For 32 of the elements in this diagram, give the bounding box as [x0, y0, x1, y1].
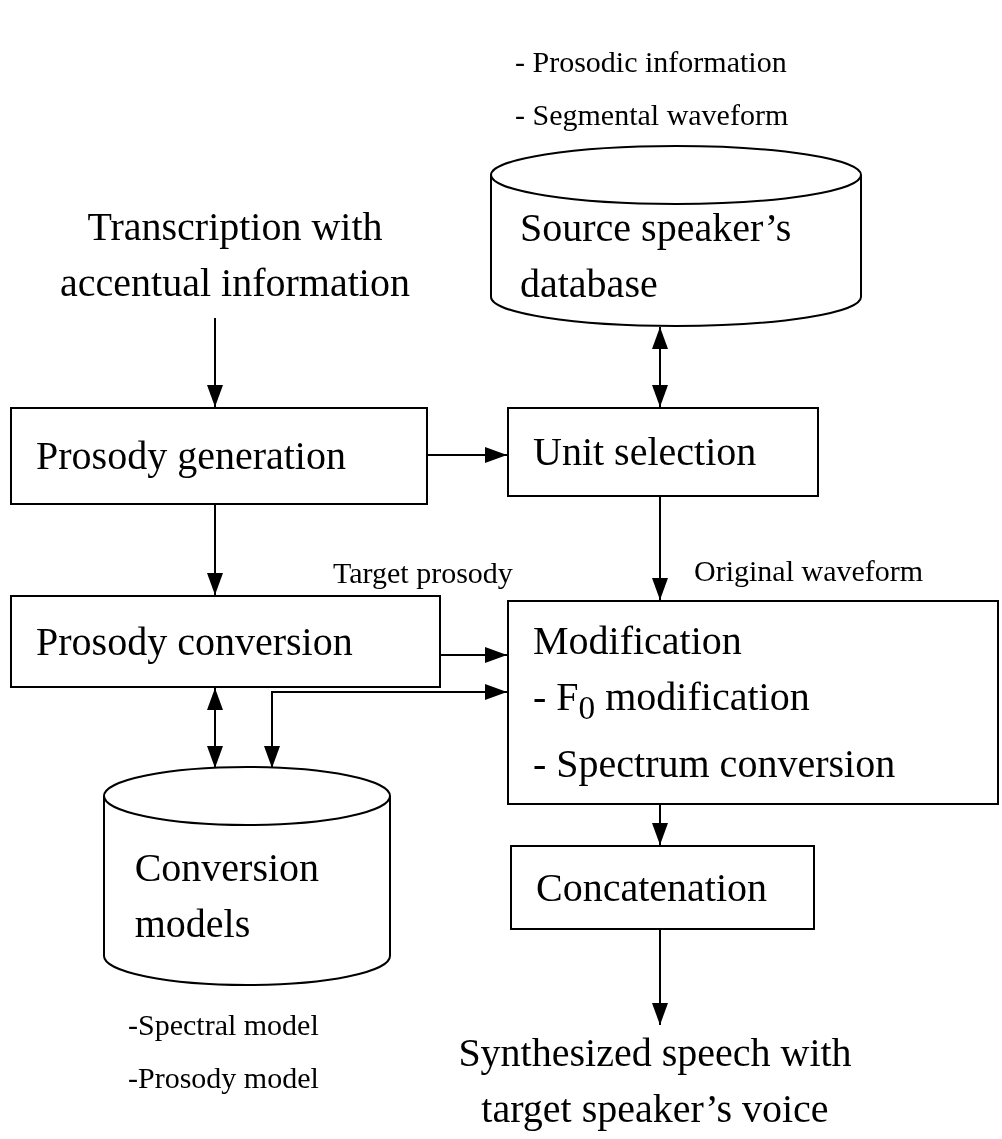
- node-label: Conversion models: [134, 844, 321, 948]
- process-box: [510, 845, 815, 930]
- node-label: Unit selection: [533, 428, 757, 476]
- node-label: Prosody generation: [36, 432, 346, 480]
- note-text: -Prosody model: [128, 1060, 319, 1096]
- arrow: [440, 647, 508, 663]
- arrow: [207, 687, 223, 769]
- arrow: [264, 684, 508, 769]
- process-box: [10, 595, 441, 688]
- arrow: [652, 804, 668, 846]
- node-label: Prosody conversion: [36, 617, 353, 666]
- node-label: - F$_{0}$ modification: [533, 673, 810, 728]
- note-text: -Spectral model: [128, 1007, 319, 1043]
- arrow: [207, 317, 223, 408]
- arrow: [427, 447, 508, 463]
- node-label: Synthesized speech with target speaker’s voice: [457, 1029, 853, 1133]
- node-label: - Spectrum conversion: [533, 740, 896, 788]
- arrow: [207, 504, 223, 596]
- process-box: [507, 407, 819, 497]
- node-label: Source speaker’s database: [520, 204, 793, 308]
- process-box: [507, 600, 999, 805]
- arrow: [652, 326, 668, 408]
- database-cylinder: [490, 145, 862, 327]
- node-label: Concatenation: [536, 863, 768, 912]
- node-label: Transcription with accentual information: [59, 203, 411, 307]
- process-box: [10, 407, 428, 505]
- arrow: [652, 929, 668, 1026]
- note-text: - Segmental waveform: [515, 97, 789, 133]
- arrow: [652, 496, 668, 601]
- database-cylinder: [103, 766, 391, 986]
- node-label: Modification: [533, 617, 742, 665]
- note-text: - Prosodic information: [515, 44, 788, 80]
